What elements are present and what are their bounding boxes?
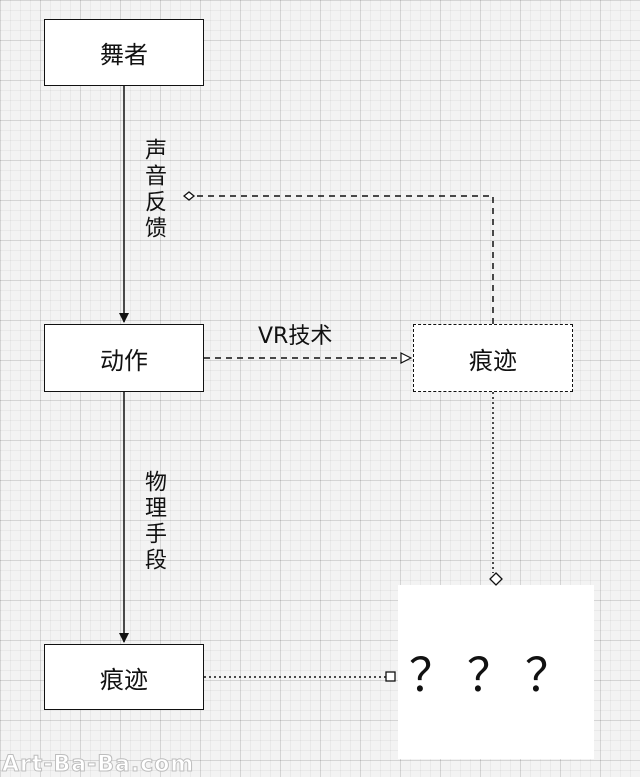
action-label: 动作 [100, 346, 148, 375]
node-action: 动作 [44, 324, 204, 392]
unknown-label: ？？？ [409, 648, 583, 702]
diamond-marker-feedback [182, 191, 196, 201]
watermark: Art-Ba-Ba.com [1, 752, 195, 777]
node-trace-physical: 痕迹 [44, 644, 204, 710]
dancer-label: 舞者 [100, 41, 148, 69]
trace-vr-label: 痕迹 [469, 346, 517, 375]
square-marker-unknown [385, 671, 396, 682]
edge-label-physical-means: 物理手段 [141, 470, 166, 574]
edge-label-vr-tech: VR技术 [258, 324, 333, 349]
trace-physical-label: 痕迹 [100, 665, 148, 694]
diamond-marker-unknown [489, 572, 503, 586]
node-unknown: ？？？ [398, 585, 594, 759]
node-dancer: 舞者 [44, 19, 204, 86]
edge-label-sound-feedback: 声音反馈 [141, 138, 166, 242]
node-trace-vr: 痕迹 [413, 324, 573, 392]
